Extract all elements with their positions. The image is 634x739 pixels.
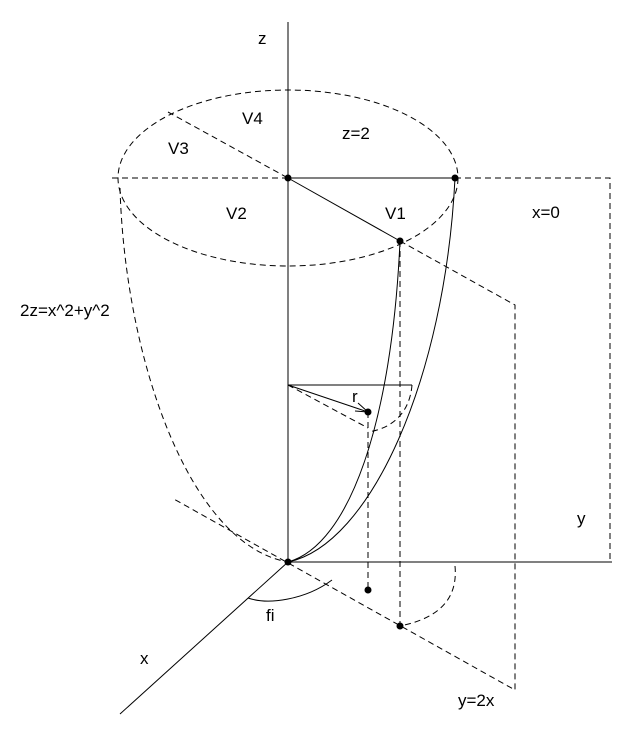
point-top-center: [284, 174, 292, 182]
paraboloid: [119, 177, 456, 627]
paraboloid-right-profile: [287, 177, 456, 563]
point-proj-v1: [396, 622, 404, 630]
point-proj-r: [364, 586, 372, 594]
label-angle: fi: [266, 606, 275, 625]
parabola-in-plane-y2x: [287, 240, 401, 563]
axes: [119, 22, 612, 715]
point-top-diag: [396, 237, 404, 245]
top-radius-diag: [287, 177, 401, 242]
radius-line: [287, 384, 369, 413]
paraboloid-left-profile: [119, 187, 289, 563]
label-surface: 2z=x^2+y^2: [20, 301, 110, 320]
point-top-y: [451, 174, 459, 182]
angle-arc-fi: [247, 579, 333, 602]
label-plane-y: y=2x: [458, 691, 495, 710]
label-v4: V4: [242, 109, 263, 128]
point-origin: [284, 558, 292, 566]
label-radius: r: [352, 387, 358, 406]
radius-level-diag: [287, 384, 369, 429]
label-v3: V3: [168, 139, 189, 158]
label-plane-z: z=2: [342, 124, 370, 143]
label-v1: V1: [385, 204, 406, 223]
label-plane-x: x=0: [532, 203, 560, 222]
label-v2: V2: [226, 204, 247, 223]
labels: z x y z=2 x=0 y=2x 2z=x^2+y^2 V1 V2 V3 V…: [20, 29, 586, 710]
bottom-arc: [399, 565, 456, 627]
point-on-parabola: [364, 408, 372, 416]
top-diag-extension: [167, 111, 289, 179]
plane-x0-outline: [455, 177, 611, 562]
label-y-axis: y: [577, 509, 586, 528]
x-axis: [119, 561, 289, 715]
label-z-axis: z: [258, 29, 267, 48]
plane-y2x-outline: [171, 240, 516, 691]
points: [284, 174, 459, 630]
planes: [171, 177, 611, 691]
radius-level-arc: [367, 384, 413, 433]
label-x-axis: x: [140, 649, 149, 668]
construction: [247, 241, 413, 626]
